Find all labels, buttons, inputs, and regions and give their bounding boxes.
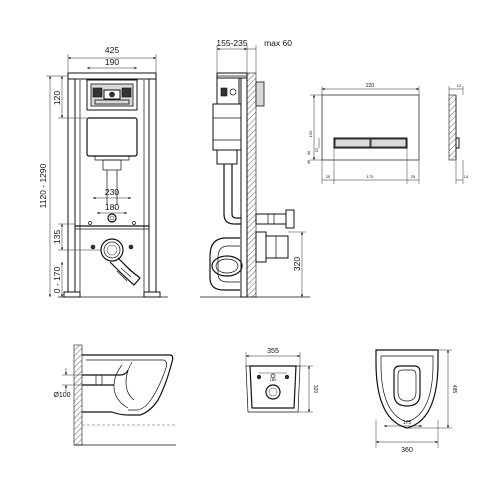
frame-right-upright bbox=[148, 75, 157, 297]
bowl-outline-side bbox=[82, 354, 174, 416]
dim-width-top: 190 bbox=[105, 57, 119, 67]
dim-plate-small-a: 40 bbox=[306, 150, 311, 155]
cistern-body bbox=[86, 117, 138, 157]
frame-left-foot bbox=[63, 291, 81, 298]
bowl-side-view: Ø100 bbox=[53, 344, 176, 446]
bowl-inner bbox=[393, 365, 421, 407]
flush-plate-outline bbox=[321, 94, 420, 161]
dim-outlet-a: 230 bbox=[105, 187, 119, 197]
dim-plate-margin-r: 25 bbox=[411, 174, 416, 179]
water-connector bbox=[255, 213, 289, 225]
flush-plate-side: 12 14 bbox=[448, 83, 469, 184]
dim-plate-width: 220 bbox=[366, 83, 375, 89]
bowl-top-view: 485 175 360 bbox=[375, 349, 457, 454]
dim-plate-button-h: 22 bbox=[314, 147, 319, 152]
dim-height-bottom: 0 - 170 bbox=[52, 266, 62, 293]
flush-button-left bbox=[334, 138, 371, 148]
bowl-back-view: 180 355 320 bbox=[245, 348, 318, 413]
dim-height-top: 120 bbox=[52, 91, 62, 105]
frame-front-view bbox=[58, 72, 168, 298]
dim-bowl-diameter: Ø100 bbox=[53, 392, 70, 399]
dim-bowl-hole-spacing: 180 bbox=[270, 377, 277, 382]
dim-outlet-height: 135 bbox=[52, 230, 62, 244]
dim-plate-side-depth-b: 14 bbox=[464, 174, 469, 179]
dim-bowl-length: 485 bbox=[451, 385, 457, 394]
frame-right-foot bbox=[143, 291, 161, 298]
dim-plate-side-depth: 12 bbox=[457, 83, 462, 88]
bowl-wall-section bbox=[73, 344, 83, 446]
frame-side-dimensions: 155-235 max 60 320 bbox=[216, 38, 306, 297]
frame-front-dimensions: 425 190 120 1120 - 1290 230 180 135 0 - … bbox=[38, 45, 157, 297]
dim-depth-max: max 60 bbox=[264, 38, 292, 48]
dim-depth-range: 155-235 bbox=[216, 38, 247, 48]
bowl-back-outline bbox=[249, 365, 297, 409]
bowl-top-outline bbox=[375, 349, 439, 429]
dim-plate-height: 150 bbox=[308, 130, 313, 137]
wall-section bbox=[246, 72, 257, 298]
dim-bowl-back-width: 355 bbox=[267, 348, 279, 355]
dim-bowl-seat-width: 175 bbox=[403, 420, 412, 426]
dim-bowl-back-height: 320 bbox=[312, 385, 318, 394]
frame-side-view bbox=[200, 72, 310, 298]
flush-plate-front: 220 150 22 40 45 25 170 25 bbox=[306, 83, 420, 184]
dim-bowl-top-width: 360 bbox=[401, 447, 413, 454]
bowl-outlet-hole bbox=[265, 384, 281, 400]
dim-height-total: 1120 - 1290 bbox=[38, 163, 48, 208]
dim-plate-margin-l: 25 bbox=[326, 174, 331, 179]
dim-plate-button-w: 170 bbox=[367, 174, 374, 179]
dim-outlet-b: 180 bbox=[105, 202, 119, 212]
flush-button-right bbox=[370, 138, 407, 148]
frame-top-rail bbox=[67, 72, 157, 80]
dim-width-overall: 425 bbox=[105, 45, 119, 55]
frame-left-upright bbox=[67, 75, 76, 297]
dim-outlet-height-side: 320 bbox=[292, 257, 302, 271]
dim-plate-small-b: 45 bbox=[306, 159, 311, 164]
